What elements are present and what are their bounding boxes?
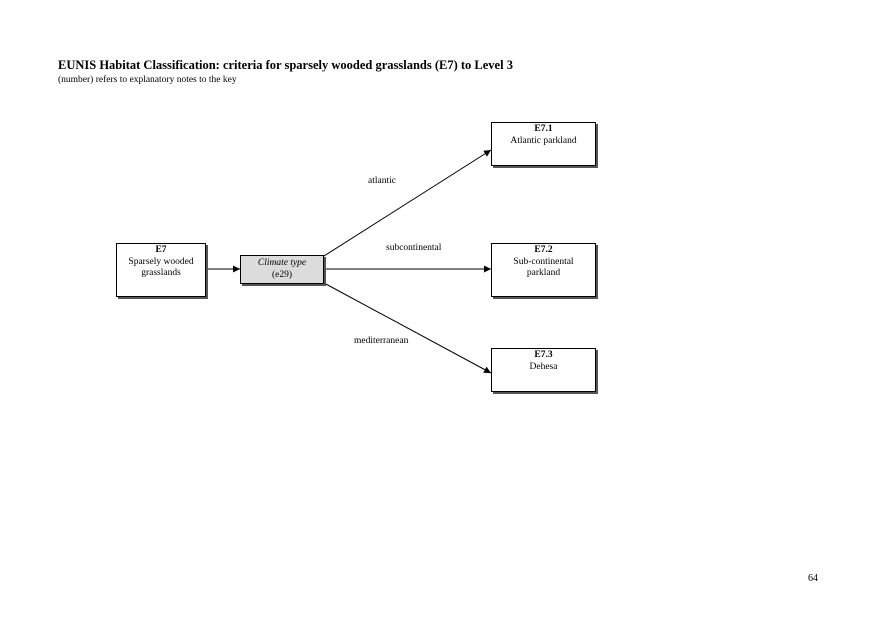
node-e7-code: E7: [155, 245, 167, 255]
node-e7-3-name: Dehesa: [529, 361, 558, 372]
node-e7-2-code: E7.2: [534, 245, 553, 255]
node-e7-2-name-line2: parkland: [526, 268, 561, 278]
node-e7-1-code: E7.1: [534, 124, 553, 134]
node-e7-1: E7.1 Atlantic parkland: [491, 122, 596, 166]
page-subtitle: (number) refers to explanatory notes to …: [58, 75, 237, 85]
node-e7-1-name: Atlantic parkland: [510, 135, 577, 146]
node-e7-2-name-line1: Sub-continental: [513, 256, 574, 267]
node-e7-3-code: E7.3: [534, 350, 553, 360]
edge-atlantic: [323, 149, 492, 257]
edge-mediterranean: [323, 282, 492, 374]
page-title: EUNIS Habitat Classification: criteria f…: [58, 58, 513, 72]
criterion-note: (e29): [271, 269, 293, 280]
node-e7: E7 Sparsely wooded grasslands: [116, 243, 206, 297]
edge-label-atlantic: atlantic: [368, 176, 396, 186]
criterion-type: Climate type: [257, 258, 307, 268]
node-e7-3: E7.3 Dehesa: [491, 348, 596, 392]
criterion-climate-type: Climate type (e29): [240, 255, 324, 284]
node-e7-name-line2: grasslands: [141, 268, 181, 278]
edge-label-mediterranean: mediterranean: [354, 336, 409, 346]
node-e7-name-line1: Sparsely wooded: [128, 256, 194, 267]
page-number: 64: [808, 573, 818, 584]
edge-label-subcontinental: subcontinental: [386, 243, 442, 253]
node-e7-2: E7.2 Sub-continental parkland: [491, 243, 596, 297]
